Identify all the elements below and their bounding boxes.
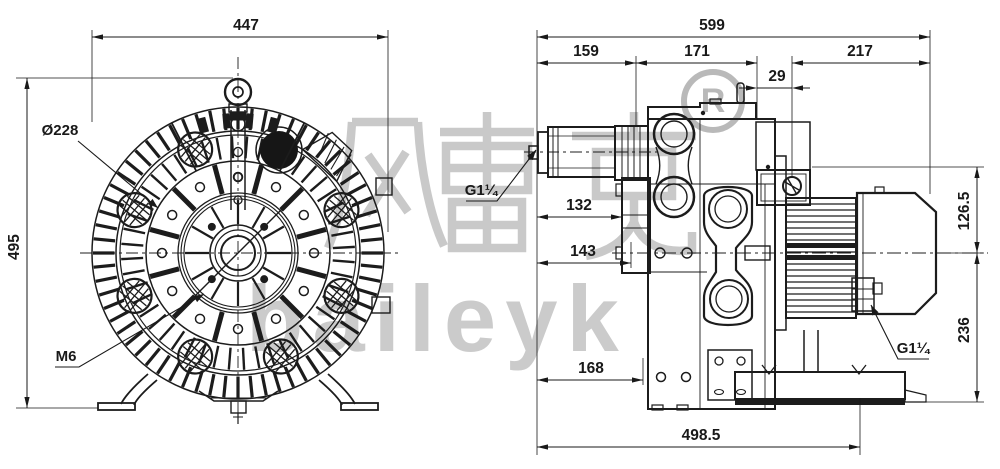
dimension-text: 171: [684, 43, 710, 60]
dimension-text: 168: [578, 360, 604, 377]
base-assembly: [651, 330, 927, 411]
dimension-text: 599: [699, 17, 725, 34]
fan-cover: [855, 191, 938, 316]
mounting-feet: [97, 373, 379, 411]
front-view-drawing: [80, 57, 398, 424]
dimension-text: 132: [566, 197, 592, 214]
dimension-text: 126.5: [956, 191, 973, 230]
diagonal-centerline: [191, 206, 285, 300]
pump-housing: [615, 82, 811, 410]
dimension-text: M6: [56, 348, 77, 365]
front-view-generated: [91, 106, 385, 400]
dimension-text: 495: [6, 234, 23, 260]
rear-flange-tab: [371, 296, 391, 314]
dimension-text: 159: [573, 43, 599, 60]
dimension-text: 29: [768, 68, 786, 85]
dimension-text: G1¼: [897, 340, 931, 357]
dimension-text: Ø228: [42, 122, 79, 139]
inlet-silencer: [524, 125, 658, 181]
grille-port: [177, 131, 214, 168]
grille-port: [323, 277, 360, 314]
side-view-drawing: [524, 82, 988, 411]
rear-flange-tab: [375, 177, 393, 196]
dimension-text: 236: [956, 317, 973, 343]
dimension-text: 217: [847, 43, 873, 60]
dimension-text: 143: [570, 243, 596, 260]
watermark-brand-text: baileyk: [246, 266, 628, 371]
grille-port: [323, 192, 360, 229]
grille-port: [177, 338, 214, 375]
dimension-text: 498.5: [682, 427, 721, 444]
grille-port: [262, 338, 299, 375]
motor: [612, 155, 988, 331]
grille-port: [116, 277, 153, 314]
dimension-text: G1¼: [465, 182, 499, 199]
dimension-text: 447: [233, 17, 259, 34]
